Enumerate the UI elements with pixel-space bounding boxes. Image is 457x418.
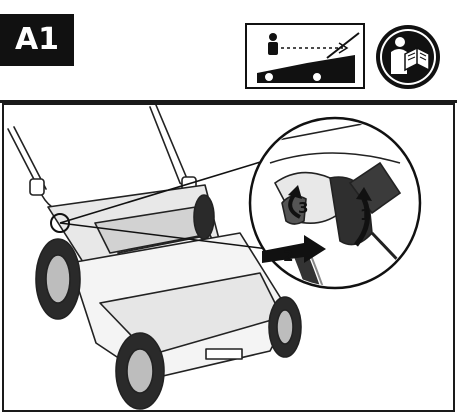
person-at-distance-from-mower-icon	[245, 23, 365, 89]
callout-2: 2	[283, 247, 293, 265]
step-header: A1	[0, 0, 457, 103]
read-manual-icon	[373, 22, 443, 92]
callout-1: 1	[360, 206, 370, 224]
step-badge: A1	[0, 14, 74, 66]
callout-3: 3	[298, 199, 308, 217]
mower-illustration: 1 2 3	[0, 103, 457, 414]
